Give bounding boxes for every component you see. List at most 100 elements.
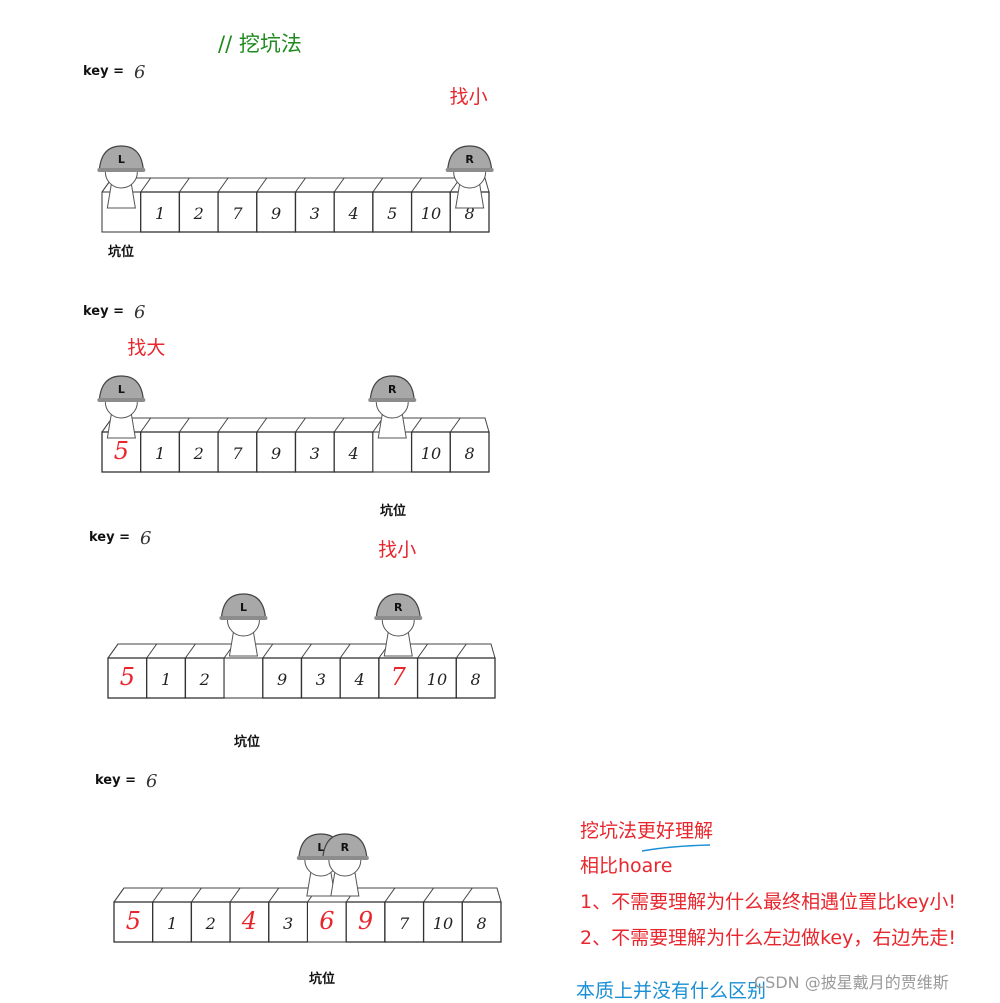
cell-top-divider [190, 887, 202, 903]
key-label: key = [83, 304, 125, 319]
cell-value: 4 [241, 907, 257, 935]
pit-label: 坑位 [309, 972, 336, 987]
step-hint: 找大 [127, 337, 165, 359]
helmet-icon [98, 145, 145, 171]
cell-top-divider [295, 417, 306, 433]
array-cell [268, 901, 309, 943]
cell-top-divider [113, 887, 125, 903]
array-cell [410, 191, 451, 233]
cell-top-divider [339, 643, 351, 659]
cell-top-divider [229, 887, 241, 903]
array-cell [140, 431, 181, 473]
array-cell [146, 657, 187, 699]
cell-top-divider [411, 177, 423, 193]
cell-top-divider [417, 643, 429, 659]
cell-value: 7 [391, 663, 407, 691]
left-pointer-actor: L [219, 593, 268, 657]
helmet-brim [97, 398, 146, 402]
cell-value: 7 [399, 914, 410, 933]
right-pointer-actor: R [374, 593, 423, 657]
cell-top-divider [146, 643, 158, 659]
key-label: key = [95, 773, 137, 788]
cell-top-divider [217, 177, 229, 193]
helmet-brim [97, 168, 146, 172]
helmet-brim [219, 616, 268, 620]
array-cell [178, 431, 219, 473]
array-cell [256, 191, 297, 233]
cell-value: 9 [358, 907, 373, 935]
cell-top-divider [423, 887, 435, 903]
cell-top-divider [256, 417, 268, 433]
array-cell [140, 191, 181, 233]
array-cell [455, 657, 496, 699]
actor-letter: L [317, 841, 324, 854]
key-value: 6 [146, 771, 158, 792]
cell-value: 6 [319, 907, 334, 935]
cell-top-divider [333, 177, 345, 193]
key-label: key = [83, 64, 125, 79]
cell-value: 9 [277, 670, 287, 689]
cell-value: 5 [114, 437, 129, 465]
cell-value: 4 [347, 204, 358, 223]
notes-point-2: 2、不需要理解为什么左边做key，右边先走! [580, 927, 956, 949]
notes-heading: 挖坑法更好理解 [580, 820, 714, 842]
helmet-icon [98, 375, 145, 401]
notes-point-1: 1、不需要理解为什么最终相遇位置比key小! [580, 891, 956, 913]
helmet-icon [369, 375, 415, 401]
key-value: 6 [134, 62, 146, 83]
cell-value: 2 [193, 444, 204, 463]
cell-value: 8 [471, 670, 481, 689]
array-cell [384, 901, 425, 943]
page-title: // 挖坑法 [218, 32, 302, 56]
array-cell [190, 901, 231, 943]
cell-top-divider [184, 643, 196, 659]
cell-value: 1 [161, 670, 171, 689]
step-hint: 找小 [378, 539, 416, 561]
array-cell [449, 431, 490, 473]
right-pointer-actor: R [320, 833, 369, 897]
helmet-icon [446, 145, 493, 171]
array-cell [345, 901, 386, 943]
pit-label: 坑位 [380, 504, 407, 519]
pit-label: 坑位 [234, 735, 261, 750]
left-pointer-actor: L [97, 145, 146, 209]
array-cell [307, 901, 347, 943]
cell-top-divider [256, 177, 268, 193]
array-cell [416, 657, 457, 699]
helmet-icon [375, 593, 421, 619]
cell-top-divider [372, 177, 384, 193]
helmet-brim [374, 616, 423, 620]
array-cell [256, 431, 297, 473]
actor-letter: L [240, 601, 247, 614]
array-cell [101, 431, 142, 473]
handwritten-underline [641, 844, 711, 852]
cell-value: 3 [283, 914, 293, 933]
cell-top-divider [449, 417, 461, 433]
cell-top-divider [262, 643, 274, 659]
cell-top-divider [384, 887, 396, 903]
array-cell [113, 901, 154, 943]
cell-top-divider [333, 417, 345, 433]
array-cell [262, 657, 303, 699]
cell-value: 8 [465, 204, 475, 223]
cell-top-divider [461, 887, 473, 903]
helmet-brim [368, 398, 417, 402]
cell-value: 7 [232, 444, 243, 463]
cell-top-divider [152, 887, 164, 903]
cell-value: 8 [465, 444, 475, 463]
cell-top-divider [268, 887, 280, 903]
cell-value: 10 [427, 670, 447, 689]
notes-compare: 相比hoare [580, 855, 673, 877]
actor-letter: R [341, 841, 350, 854]
cell-value: 3 [310, 444, 320, 463]
cell-value: 5 [120, 663, 135, 691]
cell-value: 4 [347, 444, 358, 463]
helmet-brim [445, 168, 494, 172]
array-cell [372, 431, 413, 473]
cell-top-divider [107, 643, 119, 659]
